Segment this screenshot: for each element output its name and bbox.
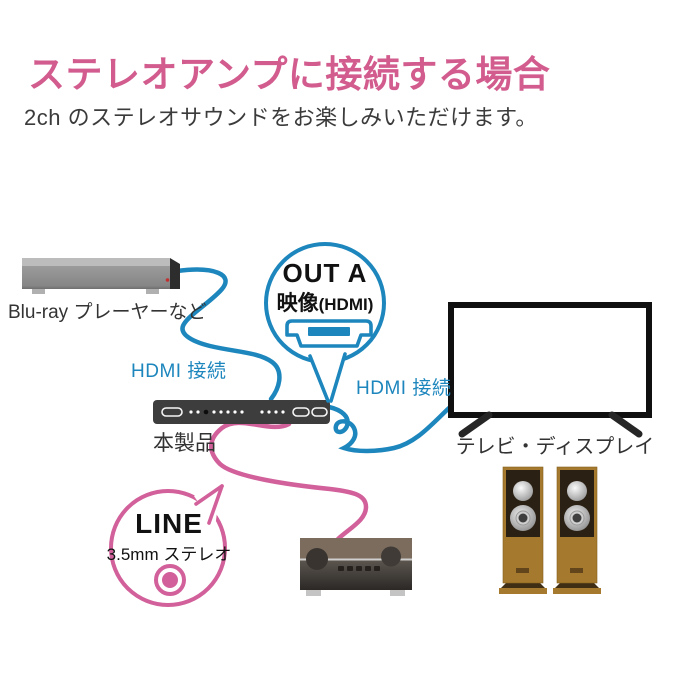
hdmi-plug-icon <box>285 319 373 348</box>
stereo-jack-icon <box>154 564 186 596</box>
product-label: 本製品 <box>153 432 216 455</box>
callout-line-title: LINE <box>135 508 203 539</box>
speaker-right-illustration <box>553 466 601 594</box>
speaker-left-illustration <box>499 466 547 594</box>
hdmi-cable-product-to-tv <box>326 404 452 454</box>
callout-line-subtitle: 3.5mm ステレオ <box>106 545 232 564</box>
page-title: ステレオアンプに接続する場合 <box>28 54 551 95</box>
page-subtitle: 2ch のステレオサウンドをお楽しみいただけます。 <box>24 105 538 130</box>
bluray-player-label: Blu-ray プレーヤーなど <box>8 302 207 323</box>
tv-display-illustration <box>448 302 652 438</box>
product-device-illustration <box>153 400 330 424</box>
audio-cable-product-to-amplifier <box>209 420 369 542</box>
callout-out-a-title: OUT A <box>282 258 368 288</box>
callout-out-a-subtitle-jp: 映像 <box>276 292 319 315</box>
bluray-player-illustration <box>22 258 180 294</box>
callout-out-a-subtitle: 映像(HDMI) <box>258 287 392 317</box>
hdmi-connection-label-right: HDMI 接続 <box>356 378 452 399</box>
callout-out-a-subtitle-paren: (HDMI) <box>318 295 374 314</box>
tv-display-label: テレビ・ディスプレイ <box>455 436 655 458</box>
amplifier-illustration <box>300 538 412 596</box>
hdmi-connection-label-left: HDMI 接続 <box>131 361 227 382</box>
